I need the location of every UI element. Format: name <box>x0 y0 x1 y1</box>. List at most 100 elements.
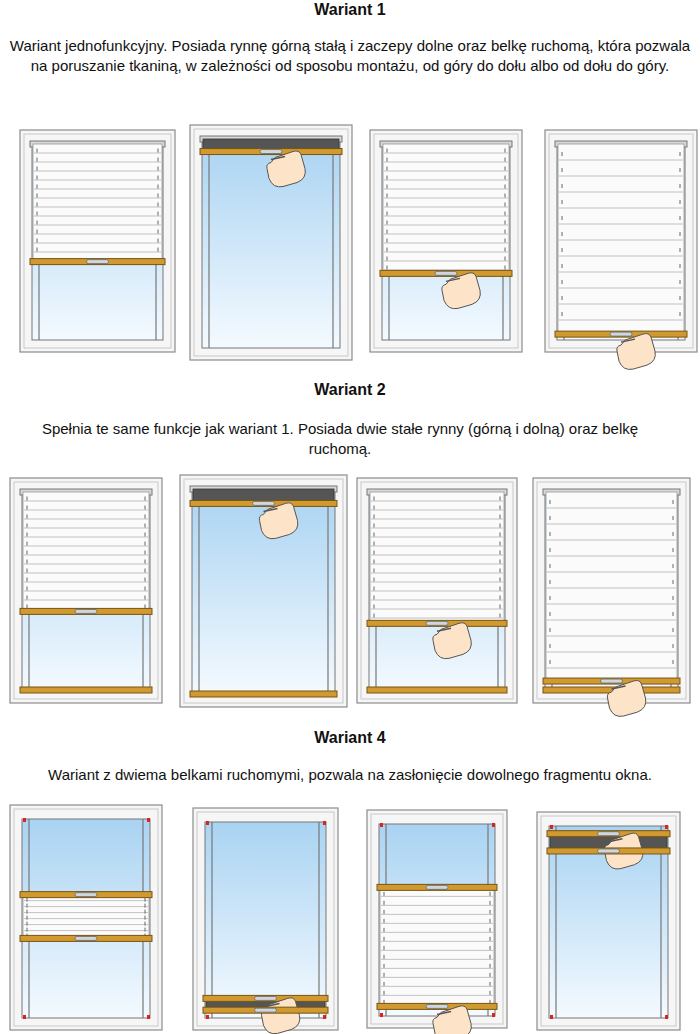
pleat-mark <box>387 257 388 261</box>
moving-bar <box>203 1007 328 1013</box>
window-frame <box>370 130 522 352</box>
pleat-mark <box>490 910 491 914</box>
pleat-mark <box>680 248 681 252</box>
glass <box>545 492 678 691</box>
pleat-mark <box>680 216 681 220</box>
pleat <box>547 540 676 541</box>
bar-handle <box>75 936 97 940</box>
pleat-mark <box>37 158 38 162</box>
pleat-mark <box>384 910 385 914</box>
cord <box>318 822 319 1018</box>
pleat-mark <box>550 580 551 584</box>
pleat-mark <box>562 152 563 156</box>
window <box>20 130 175 352</box>
moving-bar <box>547 848 670 854</box>
cord <box>332 139 333 348</box>
variant-heading: Wariant 4 <box>0 728 700 748</box>
pleat-mark <box>680 280 681 284</box>
pleat-mark <box>490 964 491 968</box>
clip <box>492 1013 495 1017</box>
moving-bar <box>20 935 152 941</box>
pleat <box>34 180 161 181</box>
pleat <box>381 968 493 969</box>
pleat <box>34 198 161 199</box>
window-frame <box>194 129 348 356</box>
pleat <box>381 932 493 933</box>
window-frame <box>361 482 513 699</box>
pleat-mark <box>673 532 674 536</box>
window-frame <box>14 482 158 699</box>
pleat <box>559 224 683 225</box>
pleat-mark <box>384 928 385 932</box>
pleat-mark <box>387 167 388 171</box>
pleat-mark <box>680 264 681 268</box>
hand <box>259 503 298 539</box>
window-frame <box>193 808 338 1030</box>
pleat-mark <box>500 542 501 546</box>
pleat <box>24 591 148 592</box>
pleat-mark <box>158 194 159 198</box>
pleat <box>371 528 503 529</box>
glass <box>22 492 150 691</box>
pleat-mark <box>500 497 501 501</box>
clip <box>380 1013 383 1017</box>
glass <box>549 826 668 1018</box>
clip <box>206 821 209 825</box>
pleat <box>559 256 683 257</box>
pleat-mark <box>27 898 28 902</box>
pleat-mark <box>505 203 506 207</box>
pleat-mark <box>680 296 681 300</box>
finger <box>271 157 285 160</box>
moving-bar <box>203 995 328 1001</box>
pleat <box>384 243 508 244</box>
bar-handle <box>255 1008 277 1012</box>
pleat <box>34 207 161 208</box>
pleat-mark <box>673 628 674 632</box>
pleat-mark <box>505 185 506 189</box>
finger <box>446 278 460 281</box>
pleated-fabric <box>558 144 684 334</box>
pleat <box>371 537 503 538</box>
pleat-mark <box>384 955 385 959</box>
pleat-mark <box>387 176 388 180</box>
bar-handle <box>601 679 623 683</box>
pleat-mark <box>384 946 385 950</box>
pleat-mark <box>374 524 375 528</box>
pleat-mark <box>37 176 38 180</box>
window <box>190 125 352 360</box>
pleat-mark <box>37 203 38 207</box>
pleat-mark <box>374 614 375 618</box>
hand <box>267 151 306 187</box>
bottom-rail <box>190 691 337 697</box>
finger <box>437 628 451 631</box>
bar-handle <box>260 150 282 154</box>
pleat-mark <box>505 194 506 198</box>
pleat <box>34 225 161 226</box>
pleat-mark <box>500 524 501 528</box>
pleat-mark <box>374 578 375 582</box>
pleat-mark <box>550 644 551 648</box>
pleat-mark <box>505 257 506 261</box>
clip <box>550 825 553 829</box>
pleat <box>547 668 676 669</box>
pleat-mark <box>384 892 385 896</box>
pleat <box>24 546 148 547</box>
window-frame <box>541 816 676 1026</box>
pleat-mark <box>27 533 28 537</box>
window-frame <box>371 814 503 1024</box>
pleat-mark <box>505 230 506 234</box>
pleat-mark <box>374 533 375 537</box>
pleat <box>371 546 503 547</box>
pleat-mark <box>500 506 501 510</box>
pleat-mark <box>374 605 375 609</box>
cord <box>211 822 212 1018</box>
pleat-mark <box>500 551 501 555</box>
pleat-mark <box>37 167 38 171</box>
variant-description: Wariant jednofunkcyjny. Posiada rynnę gó… <box>8 36 692 76</box>
window-frame <box>180 475 347 707</box>
pleat-mark <box>27 560 28 564</box>
hand <box>617 334 656 370</box>
pleat-mark <box>158 248 159 252</box>
pleat <box>24 582 148 583</box>
pleat-mark <box>673 612 674 616</box>
